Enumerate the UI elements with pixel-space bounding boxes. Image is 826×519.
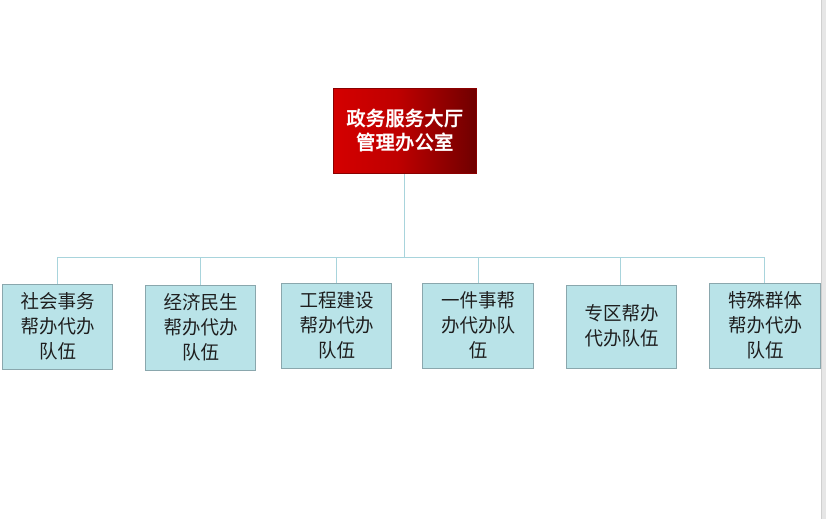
child-connector-6 [764,257,765,283]
child-node-label: 专区帮办 代办队伍 [584,304,659,350]
child-node-label: 工程建设 帮办代办 队伍 [299,290,374,362]
child-connector-1 [57,257,58,284]
child-node-special-zone: 专区帮办 代办队伍 [566,285,677,369]
root-node-label: 政务服务大厅 管理办公室 [346,108,464,154]
child-node-label: 特殊群体 帮办代办 队伍 [727,290,802,362]
root-connector-vertical [404,174,405,257]
child-connector-2 [200,257,201,285]
window-right-edge [821,0,826,519]
child-node-label: 社会事务 帮办代办 队伍 [20,291,95,363]
child-connector-3 [336,257,337,283]
child-node-label: 一件事帮 办代办队 伍 [440,290,515,362]
child-connector-4 [478,257,479,283]
child-node-one-thing: 一件事帮 办代办队 伍 [422,283,534,369]
root-node: 政务服务大厅 管理办公室 [333,88,477,174]
child-node-social-affairs: 社会事务 帮办代办 队伍 [2,284,113,370]
branch-connector-horizontal [57,257,764,258]
child-connector-5 [620,257,621,285]
child-node-economy-livelihood: 经济民生 帮办代办 队伍 [145,285,256,371]
child-node-label: 经济民生 帮办代办 队伍 [163,292,238,364]
child-node-engineering-construction: 工程建设 帮办代办 队伍 [281,283,392,369]
child-node-special-groups: 特殊群体 帮办代办 队伍 [709,283,821,369]
